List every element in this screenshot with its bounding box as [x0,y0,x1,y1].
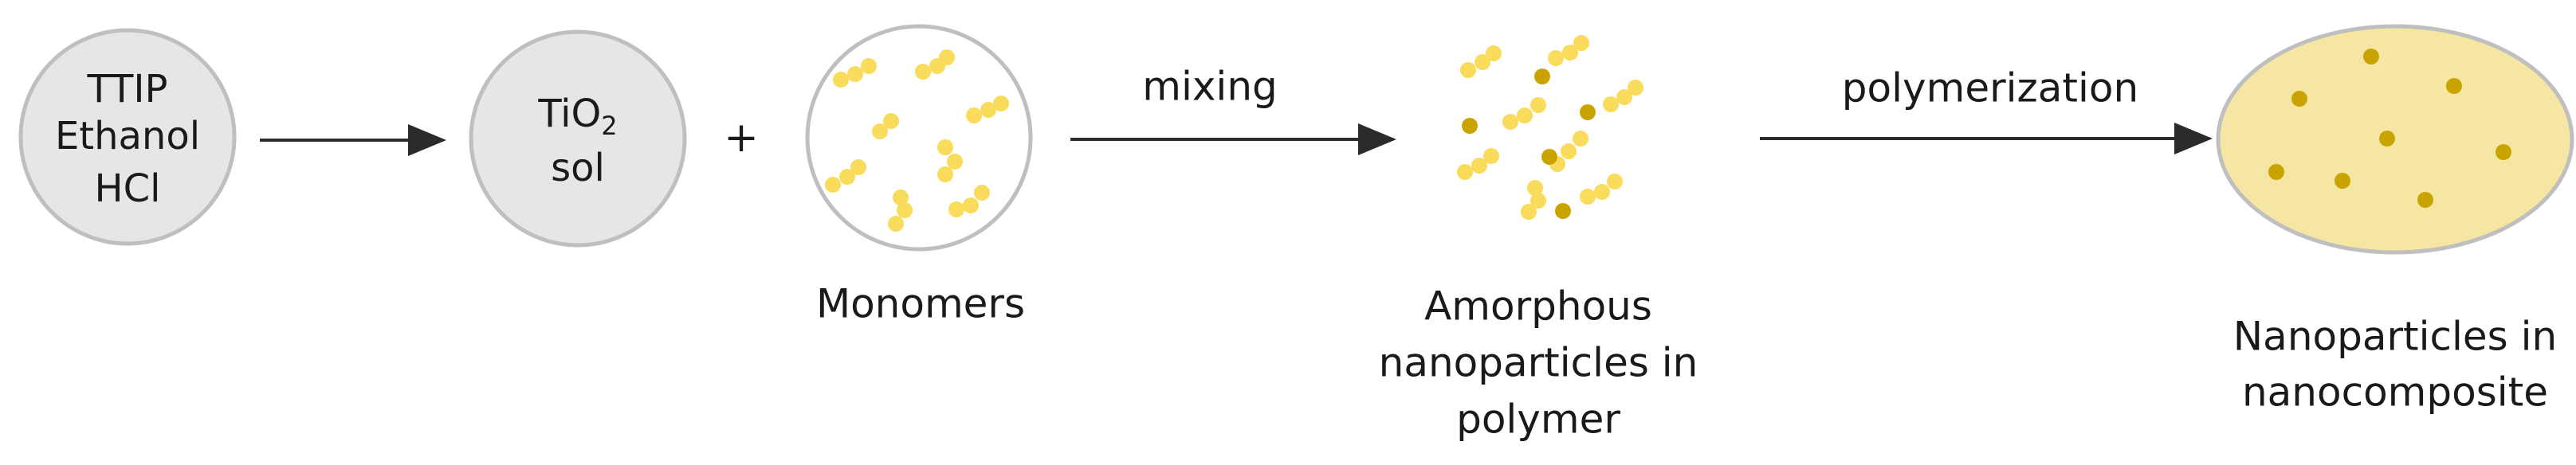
monomer-unit [847,66,863,82]
monomer-chain [1521,180,1546,220]
nanoparticle [2446,78,2462,94]
monomer-unit [825,177,841,193]
monomer-chain [888,190,913,232]
monomer-chain [825,159,866,193]
reagents-circle [18,28,237,246]
plus-sign: + [724,114,759,162]
tio2-prefix: TiO [537,92,601,136]
tio2-subscript: 2 [601,111,617,141]
monomer-unit [1486,45,1502,61]
monomer-unit [939,49,955,65]
monomer-unit [893,190,909,205]
monomer-chain [1460,45,1502,78]
monomer-unit [937,139,953,155]
monomer-unit [833,72,849,88]
nanoparticle [2417,192,2433,208]
nanoparticle [2334,173,2350,189]
monomer-unit [897,202,913,218]
monomer-unit [948,201,964,217]
monomer-unit [1594,184,1610,200]
monomer-unit [850,159,866,175]
monomer-unit [1530,193,1546,209]
monomer-unit [1521,204,1537,220]
monomer-unit [974,185,990,201]
monomer-chain [1548,35,1589,66]
monomer-unit [888,216,904,232]
nanoparticle [1534,68,1550,84]
monomer-molecules [825,49,1009,232]
monomer-unit [1628,80,1643,96]
nanocomposite-ellipse [2216,24,2574,255]
tio2-sol-label: sol [551,146,605,190]
monomer-unit [1502,114,1518,130]
monomer-unit [1616,89,1632,105]
reagent-ethanol: Ethanol [55,114,200,158]
monomer-unit [1561,143,1577,159]
monomer-unit [1573,35,1589,51]
monomer-unit [1580,189,1596,205]
monomer-unit [1483,148,1499,164]
nanocomposite-particles [2268,49,2511,208]
monomer-unit [1603,96,1619,112]
nanoparticle [1580,104,1596,120]
monomer-unit [883,113,899,129]
amorphous-label-line1: Amorphous [1424,283,1652,330]
monomer-unit [1460,62,1476,78]
mixing-label: mixing [1142,64,1278,110]
monomer-unit [1527,180,1543,196]
monomer-chain [1549,131,1588,172]
nanoparticle [2268,164,2284,180]
monomer-unit [1517,107,1533,123]
monomer-chain [872,113,899,139]
nanoparticle [2496,144,2511,160]
monomer-chain [915,49,955,80]
monomer-chain [1502,97,1546,130]
reagent-ttip: TTIP [87,67,168,111]
monomer-unit [1530,97,1546,113]
reagent-hcl: HCl [95,166,161,211]
monomer-unit [1457,164,1473,180]
amorphous-label-line3: polymer [1456,397,1620,443]
monomer-chain [966,96,1009,123]
monomer-unit [1607,174,1623,190]
monomer-unit [1471,158,1487,174]
monomer-unit [966,107,982,123]
monomers-circle [805,24,1033,252]
monomer-unit [937,166,953,182]
nanoparticle [1541,149,1557,165]
monomer-chain [833,58,877,88]
monomer-unit [1573,131,1588,147]
monomer-unit [963,197,979,213]
monomer-unit [1475,54,1490,70]
monomer-chain [948,185,990,217]
monomer-unit [1562,45,1578,61]
nanoparticle [1555,203,1571,219]
monomer-unit [839,169,855,185]
monomer-unit [872,123,888,139]
amorphous-label-line2: nanoparticles in [1379,340,1698,386]
nanoparticle [2379,131,2395,147]
monomer-chain [937,139,963,182]
nanoparticle [1462,118,1478,134]
nanocomposite-label-line2: nanocomposite [2242,369,2548,416]
monomer-unit [861,58,877,74]
tio2-sol-circle [469,29,687,248]
monomer-unit [993,96,1009,111]
monomers-label: Monomers [816,281,1025,327]
monomer-chain [1457,148,1499,180]
amorphous-nanoparticles-cluster [1457,35,1643,220]
tio2-sol-formula: TiO2 [537,92,617,141]
nanoparticle [2363,49,2379,64]
monomer-unit [915,64,931,80]
monomer-unit [980,102,996,118]
monomer-chain [1603,80,1643,112]
monomer-unit [947,154,963,170]
monomer-chain [1580,174,1623,205]
nanocomposite-label-line1: Nanoparticles in [2233,314,2557,360]
monomer-unit [1548,50,1564,66]
polymerization-label: polymerization [1842,65,2138,111]
nanoparticle [2291,91,2307,107]
